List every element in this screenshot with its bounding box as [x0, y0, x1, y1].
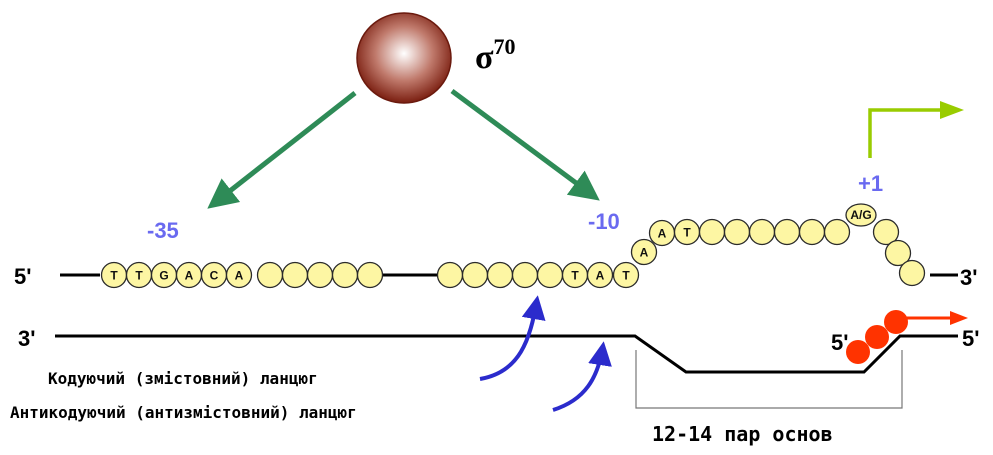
box-10-beads: T A T — [436, 261, 640, 289]
box-35-beads: T T G A C A — [100, 261, 384, 289]
sigma-label: σ70 — [475, 34, 516, 76]
bead — [536, 261, 564, 289]
bead — [872, 218, 900, 246]
bead — [798, 218, 826, 246]
coding-strand-5prime: 5' — [14, 264, 31, 289]
bead — [723, 218, 751, 246]
bead — [436, 261, 464, 289]
template-strand-pointer — [552, 341, 612, 412]
bead — [225, 261, 253, 289]
box10-letter: A — [596, 269, 605, 283]
bead — [898, 259, 926, 287]
bubble-size-bracket — [635, 350, 903, 409]
bead — [884, 239, 912, 267]
rna-nucleotide — [884, 310, 908, 334]
coding-strand-pointer — [479, 295, 546, 381]
bead — [630, 238, 658, 266]
bubble-size-label: 12-14 пар основ — [652, 422, 833, 446]
start-site-letter: A/G — [850, 208, 871, 222]
bead — [698, 218, 726, 246]
bubble-letter: T — [683, 226, 691, 240]
bubble-letter: A — [658, 227, 667, 241]
bead — [612, 261, 640, 289]
box35-letter: T — [135, 269, 143, 283]
template-strand-5prime: 5' — [962, 326, 979, 351]
sigma-arrow-to-35 — [207, 91, 357, 209]
bead — [356, 261, 384, 289]
box10-letter: T — [571, 269, 579, 283]
bead — [461, 261, 489, 289]
box10-letter: T — [622, 269, 630, 283]
rna-5prime: 5' — [831, 330, 848, 355]
bead — [331, 261, 359, 289]
template-strand — [55, 334, 958, 374]
open-bubble-beads: A A T A/G — [630, 203, 926, 287]
bead — [281, 261, 309, 289]
coding-strand-3prime: 3' — [960, 265, 977, 290]
box35-letter: T — [110, 269, 118, 283]
template-strand-label: Антикодуючий (антизмістовний) ланцюг — [10, 403, 357, 422]
transcription-arrow-head — [940, 101, 964, 119]
coding-strand-label: Кодуючий (змістовний) ланцюг — [48, 369, 318, 388]
bead — [306, 261, 334, 289]
bead — [586, 261, 614, 289]
bead — [256, 261, 284, 289]
sigma-arrow-to-10 — [450, 88, 600, 201]
bead — [823, 218, 851, 246]
position-minus35: -35 — [147, 218, 179, 243]
box35-letter: A — [185, 269, 194, 283]
bead — [773, 218, 801, 246]
rna-nucleotide — [846, 340, 870, 364]
transcription-start-arrow — [868, 108, 950, 158]
position-plus1: +1 — [858, 171, 883, 196]
sigma-factor — [356, 12, 452, 104]
box35-letter: A — [235, 269, 244, 283]
box35-letter: C — [210, 269, 219, 283]
start-site-bead — [845, 203, 877, 227]
rna-transcript — [846, 310, 968, 364]
bead — [748, 218, 776, 246]
box35-letter: G — [159, 269, 168, 283]
rna-nucleotide — [865, 325, 889, 349]
template-strand-3prime: 3' — [18, 326, 35, 351]
bead — [511, 261, 539, 289]
bead — [486, 261, 514, 289]
bubble-letter: A — [640, 246, 649, 260]
position-minus10: -10 — [588, 209, 620, 234]
rna-arrow-head — [950, 311, 968, 325]
